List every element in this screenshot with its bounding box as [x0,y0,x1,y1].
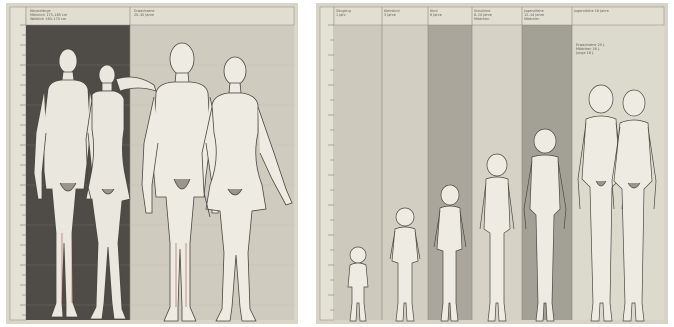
right-caption-5: Jugendliche 12–14 Jahre Mädchen [524,9,570,21]
right-caption-6: Jugendliche 16 Jahre [574,9,662,13]
left-caption-1: Körperlänge Männlich 175–185 cm Weiblich… [30,9,126,21]
right-caption-7: Erwachsene 20 J. Mädchen 16 J. Junge 18 … [576,43,662,55]
growth-sequence-plate: Säugling 1 Jahr Kleinkind 3 Jahre Kind 6… [316,3,668,324]
right-caption-4: Schulkind 8–10 Jahre Mädchen [474,9,520,21]
right-caption-1: Säugling 1 Jahr [336,9,380,17]
right-caption-2: Kleinkind 3 Jahre [384,9,426,17]
adult-figures-plate: Körperlänge Männlich 175–185 cm Weiblich… [6,3,298,324]
left-caption-2: Erwachsene 20–30 Jahre [134,9,230,17]
right-caption-3: Kind 6 Jahre [430,9,470,17]
adult-figures-drawing [6,3,298,324]
